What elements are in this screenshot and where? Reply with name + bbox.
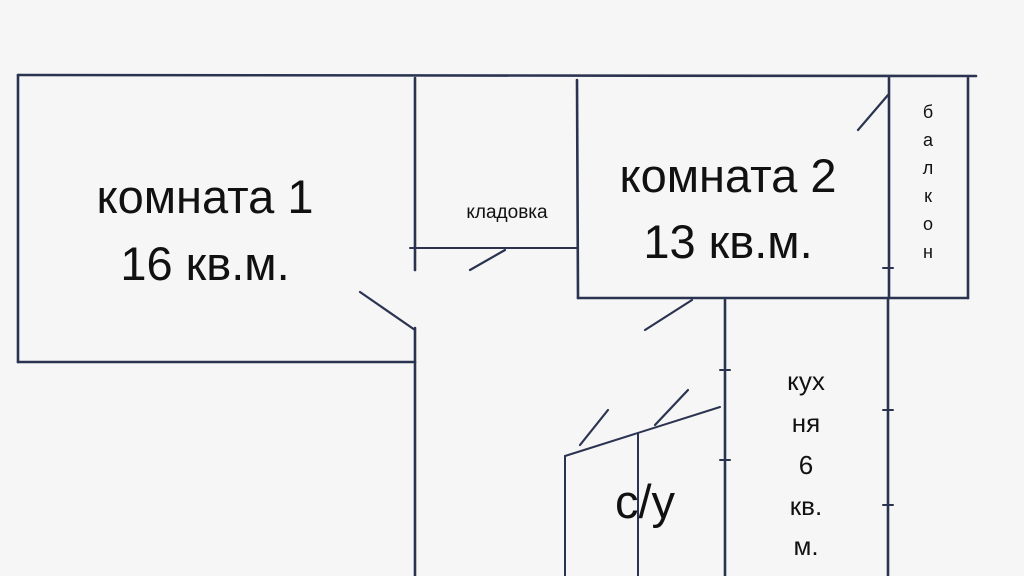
room1-area: 16 кв.м. (120, 237, 289, 290)
balcony-letter: л (923, 158, 934, 178)
top-wall (16, 73, 978, 78)
doors (358, 93, 894, 506)
kitchen-label-line: кух (787, 366, 825, 396)
balcony-letter: н (923, 242, 933, 262)
kitchen-label-line: ня (792, 408, 820, 438)
kitchen-label-line: 6 (799, 450, 813, 480)
storage-name: кладовка (466, 202, 548, 223)
bathroom-door-2 (653, 388, 690, 427)
balcony-letter: к (924, 186, 932, 206)
room2-left-wall (575, 78, 580, 300)
kitchen-label-line: кв. (790, 491, 822, 521)
room2-area: 13 кв.м. (643, 215, 812, 268)
room2-door (643, 298, 694, 332)
bathroom-door-1 (578, 408, 610, 447)
room1-door (358, 290, 417, 332)
labels: комната 1 16 кв.м. кладовка комната 2 13… (97, 102, 934, 561)
room2-name: комната 2 (620, 149, 837, 202)
storage-door (468, 248, 507, 272)
bathroom-top-wall (564, 406, 721, 457)
balcony-door (856, 93, 890, 132)
balcony-letter: а (923, 130, 934, 150)
kitchen-label-line: м. (793, 531, 818, 561)
balcony-letter: б (923, 102, 933, 122)
bathroom-name: с/у (615, 475, 676, 528)
room1-name: комната 1 (97, 170, 314, 223)
walls (16, 73, 978, 576)
balcony-letter: о (923, 214, 933, 234)
